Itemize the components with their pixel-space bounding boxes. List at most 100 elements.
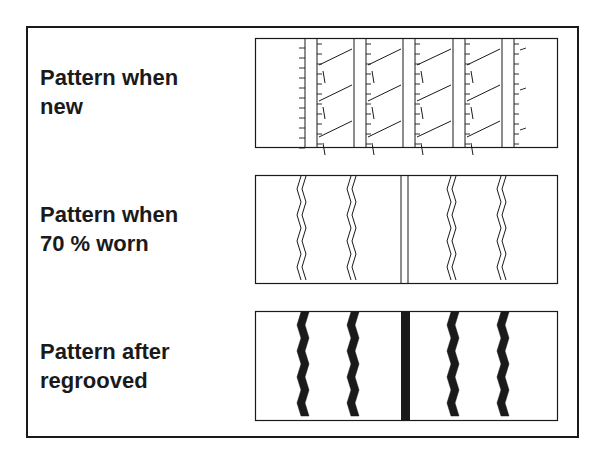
groove-line (465, 39, 466, 147)
sipe-tick (520, 48, 526, 50)
diagonal-sipe (319, 49, 352, 65)
sipe-tick (317, 134, 322, 135)
sipe-tick (415, 114, 420, 115)
sipe-tick (514, 114, 519, 115)
sipe-tick (366, 114, 371, 115)
diagonal-sipe (323, 71, 325, 83)
sipe-tick (317, 94, 322, 95)
worn-groove (347, 176, 351, 280)
sipe-tick (520, 128, 526, 130)
worn-groove (408, 176, 409, 283)
sipe-tick (317, 114, 322, 115)
sipe-tick (465, 54, 470, 55)
sipe-tick (317, 74, 322, 75)
row-label: Pattern after regrooved (40, 337, 208, 395)
sipe-tick (299, 118, 305, 119)
diagonal-sipe (421, 107, 423, 119)
groove-line (354, 39, 355, 147)
groove-line (305, 39, 306, 147)
row-label: Pattern when 70 % worn (40, 200, 208, 258)
regroove-bar (347, 312, 359, 416)
sipe-tick (415, 94, 420, 95)
row-label: Pattern when new (40, 63, 208, 121)
sipe-tick (366, 54, 371, 55)
sipe-tick (514, 94, 519, 95)
sipe-tick (415, 124, 420, 125)
diagonal-sipe (421, 143, 423, 155)
outer-frame (27, 27, 578, 437)
diagonal-sipe (471, 71, 473, 83)
diagonal-sipe (467, 49, 500, 65)
groove-line (317, 39, 318, 147)
sipe-tick (317, 144, 322, 145)
sipe-tick (299, 68, 305, 69)
sipe-tick (465, 104, 470, 105)
groove-line (415, 39, 416, 147)
sipe-tick (465, 94, 470, 95)
worn-groove (452, 176, 456, 280)
diagonal-sipe (323, 143, 325, 155)
sipe-tick (366, 94, 371, 95)
sipe-tick (465, 144, 470, 145)
sipe-tick (317, 104, 322, 105)
sipe-tick (465, 114, 470, 115)
diagonal-sipe (467, 85, 500, 101)
sipe-tick (415, 104, 420, 105)
groove-line (403, 39, 404, 147)
sipe-tick (514, 144, 519, 145)
worn-groove (297, 176, 301, 280)
sipe-tick (465, 84, 470, 85)
sipe-tick (299, 98, 305, 99)
sipe-tick (514, 44, 519, 45)
diagonal-sipe (368, 49, 401, 65)
sipe-tick (514, 104, 519, 105)
sipe-tick (465, 124, 470, 125)
sipe-tick (415, 84, 420, 85)
tread-panel (256, 312, 558, 421)
regroove-bar (401, 312, 410, 420)
worn-groove (497, 176, 501, 280)
diagonal-sipe (372, 71, 374, 83)
regroove-bar (497, 312, 509, 416)
sipe-tick (520, 88, 526, 90)
sipe-tick (299, 108, 305, 109)
diagonal-sipe (368, 85, 401, 101)
diagonal-sipe (319, 85, 352, 101)
sipe-tick (465, 134, 470, 135)
sipe-tick (514, 54, 519, 55)
sipe-tick (317, 84, 322, 85)
sipe-tick (366, 74, 371, 75)
sipe-tick (299, 58, 305, 59)
sipe-tick (415, 54, 420, 55)
sipe-tick (415, 134, 420, 135)
groove-line (366, 39, 367, 147)
diagonal-sipe (421, 71, 423, 83)
sipe-tick (366, 84, 371, 85)
sipe-tick (366, 134, 371, 135)
sipe-tick (299, 128, 305, 129)
sipe-tick (415, 44, 420, 45)
tread-panel (256, 39, 558, 148)
sipe-tick (299, 148, 305, 149)
diagonal-sipe (372, 143, 374, 155)
tread-panel (256, 176, 558, 284)
diagonal-sipe (417, 49, 451, 65)
worn-groove (447, 176, 451, 280)
worn-groove (401, 176, 402, 283)
sipe-tick (415, 74, 420, 75)
regroove-bar (297, 312, 309, 416)
diagonal-sipe (323, 107, 325, 119)
groove-line (453, 39, 454, 147)
worn-groove (352, 176, 356, 280)
diagonal-sipe (368, 121, 401, 137)
diagonal-sipe (467, 121, 500, 137)
sipe-tick (299, 88, 305, 89)
worn-groove (502, 176, 506, 280)
sipe-tick (317, 44, 322, 45)
sipe-tick (514, 134, 519, 135)
sipe-tick (299, 78, 305, 79)
groove-line (502, 39, 503, 147)
diagonal-sipe (319, 121, 352, 137)
sipe-tick (514, 84, 519, 85)
regroove-bar (447, 312, 459, 416)
